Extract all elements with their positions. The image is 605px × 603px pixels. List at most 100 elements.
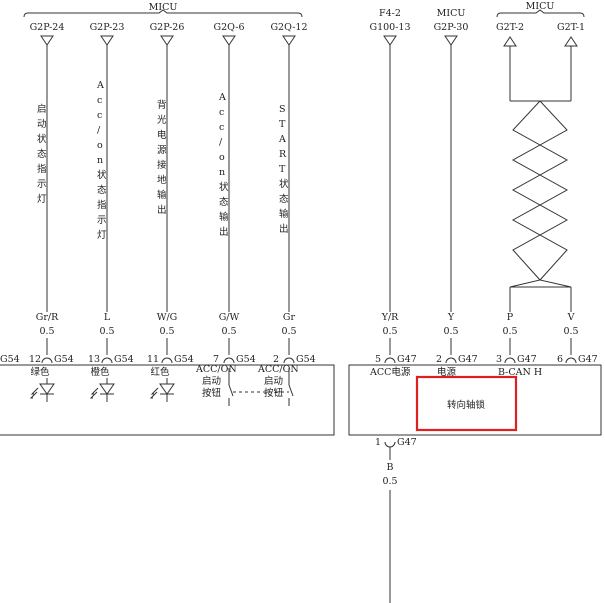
- f4-label: F4-2: [379, 8, 401, 19]
- connector-triangle-down: [40, 35, 54, 46]
- light-ray-icon: [149, 387, 159, 399]
- pin-connector: G47: [458, 354, 478, 365]
- steering-lock-module-box: [348, 364, 602, 436]
- pin-connector: G47: [578, 354, 598, 365]
- pin-function-power: 电源: [437, 366, 457, 378]
- wire-color-code: Y/R: [381, 312, 399, 323]
- pin-arc: [504, 357, 516, 364]
- connector-triangle-down: [282, 35, 296, 46]
- pin-connector: G54: [114, 354, 134, 365]
- pin-connector: G54: [54, 354, 74, 365]
- pin-connector: G54: [296, 354, 316, 365]
- left-wire-1: G2P-24 启动状态指示灯 Gr/R 0.5 12 G54: [29, 22, 74, 365]
- right-wire-4-can-l: G2T-1 V 0.5 6 G47: [557, 22, 598, 365]
- pin-arc: [41, 357, 53, 364]
- pin-arc: [223, 357, 235, 364]
- wire-size: 0.5: [382, 326, 397, 337]
- pin-number: 7: [213, 354, 219, 365]
- twist-strand-a: [509, 100, 569, 288]
- right-group-brace: [496, 9, 585, 18]
- wire-size: 0.5: [382, 476, 397, 487]
- module-label: 转向轴锁: [447, 399, 486, 411]
- wire-top-label: G2P-30: [434, 22, 469, 33]
- pin-connector: G47: [397, 354, 417, 365]
- wire-top-label: G2P-23: [90, 22, 125, 33]
- led-label: 橙色: [90, 366, 110, 378]
- led-orange: 橙色: [89, 366, 115, 402]
- connector-triangle-down: [160, 35, 174, 46]
- led-green: 绿色: [29, 366, 55, 402]
- light-ray-icon: [89, 387, 99, 399]
- ground-wire: 1 G47 B 0.5: [375, 437, 417, 603]
- led-red: 红色: [149, 366, 175, 402]
- wire-color-code: L: [104, 312, 111, 323]
- wire-top-label: G100-13: [369, 22, 410, 33]
- twist-strand-b: [511, 100, 572, 288]
- wire-top-label: G2T-2: [496, 22, 524, 33]
- left-edge-connector-label: G54: [0, 354, 20, 365]
- pin-number: 11: [147, 354, 159, 365]
- connector-triangle-down: [444, 35, 458, 46]
- pin-number: 3: [496, 354, 502, 365]
- group-label-mid-micu: MICU: [437, 8, 466, 19]
- wire-top-label: G2P-24: [30, 22, 65, 33]
- pin-connector: G54: [174, 354, 194, 365]
- right-wire-3-can-h: G2T-2 P 0.5 3 G47: [496, 22, 537, 365]
- wire-top-label: G2Q-6: [213, 22, 244, 33]
- wire-description: 启动状态指示灯: [37, 103, 47, 205]
- led-label: 红色: [150, 366, 170, 378]
- connector-triangle-down: [222, 35, 236, 46]
- pin-arc: [384, 441, 396, 448]
- switch-panel-box: [0, 364, 335, 436]
- pin-arc: [283, 357, 295, 364]
- left-wire-3: G2P-26 背光电源接地输出 W/G 0.5 11 G54: [147, 22, 194, 365]
- pin-number: 5: [375, 354, 381, 365]
- pin-number: 2: [273, 354, 279, 365]
- wire-color-code: B: [387, 462, 394, 473]
- right-wire-2: G2P-30 Y 0.5 2 G47: [434, 22, 478, 365]
- left-group-brace: [23, 9, 303, 18]
- led-label: 绿色: [30, 366, 50, 378]
- wire-size: 0.5: [39, 326, 54, 337]
- connector-triangle-down: [100, 35, 114, 46]
- wire-description: 背光电源接地输出: [157, 99, 167, 216]
- pin-number: 6: [557, 354, 563, 365]
- connector-triangle-down: [383, 35, 397, 46]
- pin-function-acc-power: ACC电源: [369, 366, 411, 378]
- led-triangle: [159, 383, 175, 395]
- wire-size: 0.5: [563, 326, 578, 337]
- switch-contact: [228, 384, 234, 397]
- wire-top-label: G2P-26: [150, 22, 185, 33]
- wire-color-code: Gr/R: [36, 312, 59, 323]
- pin-arc: [101, 357, 113, 364]
- switch-contact: [288, 384, 294, 397]
- pin-arc: [565, 357, 577, 364]
- wire-top-label: G2T-1: [557, 22, 585, 33]
- twisted-pair: [509, 100, 572, 288]
- wire-size: 0.5: [281, 326, 296, 337]
- pin-number: 12: [29, 354, 41, 365]
- light-ray-icon: [29, 387, 39, 399]
- pin-arc: [445, 357, 457, 364]
- connector-triangle-up: [503, 36, 517, 47]
- right-wire-1: G100-13 Y/R 0.5 5 G47: [369, 22, 416, 365]
- led-triangle: [99, 383, 115, 395]
- wire-top-label: G2Q-12: [270, 22, 307, 33]
- wire-size: 0.5: [159, 326, 174, 337]
- wire-size: 0.5: [502, 326, 517, 337]
- pin-connector: G47: [397, 437, 417, 448]
- pin-arc: [384, 357, 396, 364]
- group-label-left-micu: MICU: [149, 2, 178, 13]
- pin-number: 2: [436, 354, 442, 365]
- wire-size: 0.5: [99, 326, 114, 337]
